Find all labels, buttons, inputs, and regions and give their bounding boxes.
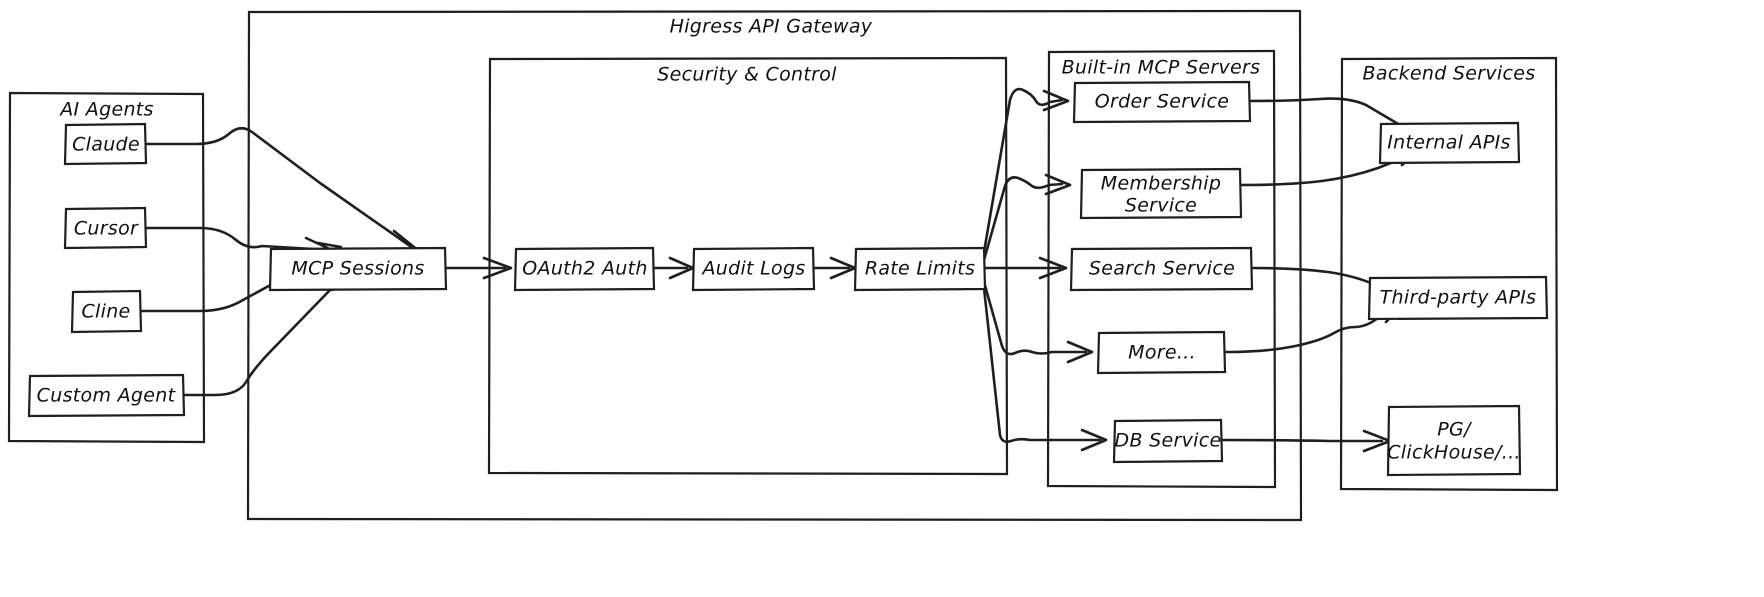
node-oauth2-auth[interactable]: OAuth2 Auth bbox=[513, 246, 656, 292]
node-membership-service-label-line2: Service bbox=[1125, 195, 1197, 217]
node-membership-service-label-line1: Membership bbox=[1101, 173, 1221, 195]
cluster-backend: Backend Services bbox=[1339, 56, 1559, 492]
cluster-ai-agents: AI Agents bbox=[7, 91, 206, 444]
node-order-service[interactable]: Order Service bbox=[1072, 80, 1252, 124]
edge-sessions-to-oauth2 bbox=[445, 256, 513, 280]
node-membership-service[interactable]: Membership Service bbox=[1079, 167, 1243, 220]
cluster-mcp-servers: Built-in MCP Servers bbox=[1046, 49, 1277, 489]
node-cursor[interactable]: Cursor bbox=[63, 206, 148, 250]
cluster-security: Security & Control bbox=[487, 56, 1009, 476]
node-third-party-apis[interactable]: Third-party APIs bbox=[1367, 275, 1549, 321]
node-oauth2-auth-label: OAuth2 Auth bbox=[522, 258, 647, 280]
node-more-label: More... bbox=[1128, 342, 1196, 364]
node-custom-agent[interactable]: Custom Agent bbox=[27, 373, 186, 418]
cluster-mcp-servers-label: Built-in MCP Servers bbox=[1062, 57, 1261, 79]
edge-rate-to-search bbox=[983, 256, 1068, 280]
node-custom-agent-label: Custom Agent bbox=[37, 385, 177, 407]
edge-rate-to-more bbox=[982, 280, 1094, 364]
node-rate-limits[interactable]: Rate Limits bbox=[853, 246, 987, 292]
edge-rate-to-membership bbox=[982, 173, 1072, 262]
node-pg-clickhouse[interactable]: PG/ ClickHouse/... bbox=[1386, 404, 1522, 477]
node-internal-apis-label: Internal APIs bbox=[1387, 132, 1510, 154]
node-rate-limits-label: Rate Limits bbox=[865, 258, 975, 280]
node-cursor-label: Cursor bbox=[74, 218, 139, 240]
edge-claude-to-sessions bbox=[138, 126, 426, 257]
edge-db-to-pg bbox=[1220, 429, 1392, 453]
edge-oauth2-to-audit bbox=[652, 256, 695, 280]
cluster-backend-label: Backend Services bbox=[1363, 63, 1536, 85]
node-search-service[interactable]: Search Service bbox=[1069, 246, 1254, 292]
edge-audit-to-rate bbox=[812, 256, 857, 280]
node-claude-label: Claude bbox=[72, 134, 140, 156]
node-audit-logs-label: Audit Logs bbox=[700, 258, 805, 280]
node-order-service-label: Order Service bbox=[1095, 91, 1230, 113]
node-claude[interactable]: Claude bbox=[63, 122, 148, 166]
node-search-service-label: Search Service bbox=[1089, 258, 1235, 280]
node-more[interactable]: More... bbox=[1096, 330, 1227, 375]
node-db-service-label: DB Service bbox=[1115, 430, 1222, 452]
node-mcp-sessions-label: MCP Sessions bbox=[291, 258, 424, 280]
node-pg-clickhouse-label-line2: ClickHouse/... bbox=[1387, 442, 1521, 464]
node-pg-clickhouse-label-line1: PG/ bbox=[1437, 419, 1473, 441]
edge-rate-to-db bbox=[982, 286, 1108, 452]
node-db-service[interactable]: DB Service bbox=[1112, 418, 1224, 464]
cluster-security-label: Security & Control bbox=[657, 64, 837, 86]
cluster-gateway-label: Higress API Gateway bbox=[670, 16, 873, 38]
node-mcp-sessions[interactable]: MCP Sessions bbox=[268, 246, 448, 292]
node-cline-label: Cline bbox=[81, 301, 130, 323]
node-internal-apis[interactable]: Internal APIs bbox=[1378, 121, 1521, 165]
node-audit-logs[interactable]: Audit Logs bbox=[691, 246, 816, 292]
node-cline[interactable]: Cline bbox=[70, 289, 143, 334]
node-third-party-apis-label: Third-party APIs bbox=[1380, 287, 1537, 309]
cluster-gateway: Higress API Gateway bbox=[246, 9, 1303, 522]
edge-rate-to-order bbox=[982, 87, 1070, 254]
cluster-ai-agents-label: AI Agents bbox=[58, 99, 153, 121]
